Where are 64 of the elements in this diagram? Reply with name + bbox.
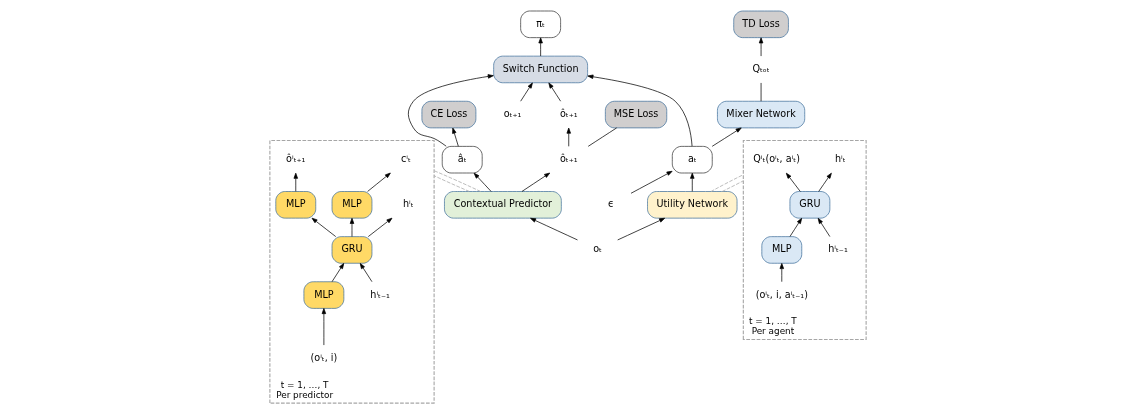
node-text: oₜ bbox=[592, 243, 602, 255]
node-text: hⁱₜ bbox=[834, 153, 846, 165]
node-text: hⁱₜ₋₁ bbox=[827, 243, 848, 255]
arrow bbox=[529, 217, 578, 241]
arrow bbox=[711, 127, 742, 147]
arrow bbox=[537, 37, 543, 57]
node-box: Switch Function bbox=[492, 55, 588, 84]
node-box: Utility Network bbox=[646, 191, 737, 219]
node-box: MLP bbox=[274, 191, 316, 219]
arrow bbox=[547, 82, 561, 102]
arrow bbox=[349, 217, 354, 237]
arrow bbox=[321, 308, 326, 346]
node-box: Mixer Network bbox=[716, 100, 805, 129]
node-text: ϵ bbox=[607, 198, 614, 210]
node-box: MLP bbox=[331, 191, 372, 219]
arrow bbox=[519, 82, 533, 102]
node-box: MLP bbox=[760, 236, 802, 264]
node-text: Qⁱₜ(oⁱₜ, aⁱₜ) bbox=[752, 153, 800, 165]
node-box: âₜ bbox=[441, 146, 483, 174]
arrow bbox=[359, 263, 372, 283]
connector bbox=[433, 175, 470, 192]
arrow bbox=[689, 172, 694, 192]
node-box: GRU bbox=[331, 236, 372, 264]
arrow bbox=[367, 217, 392, 237]
arrow bbox=[407, 74, 494, 147]
node-text: Qₜₒₜ bbox=[751, 62, 770, 74]
connector bbox=[587, 127, 617, 147]
arrow bbox=[630, 170, 672, 194]
arrow bbox=[311, 217, 336, 237]
arrow bbox=[293, 172, 298, 192]
node-text: hⁱₜ₋₁ bbox=[369, 288, 390, 300]
arrow bbox=[566, 127, 571, 147]
arrow bbox=[758, 37, 763, 57]
arrow bbox=[785, 172, 801, 192]
node-text: hⁱₜ bbox=[402, 198, 414, 210]
node-text: ôₜ₊₁ bbox=[559, 153, 578, 165]
connector bbox=[710, 174, 744, 192]
node-box: Contextual Predictor bbox=[443, 191, 562, 219]
node-text: (oⁱₜ, i, aⁱₜ₋₁) bbox=[755, 288, 808, 300]
node-text: ôⁱₜ₊₁ bbox=[285, 153, 305, 165]
node-text: (oⁱₜ, i) bbox=[310, 352, 337, 364]
node-text: ôₜ₊₁ bbox=[559, 108, 578, 120]
arrow bbox=[451, 127, 459, 147]
connector bbox=[433, 170, 481, 192]
arrow bbox=[521, 172, 550, 192]
node-box: MLP bbox=[303, 281, 344, 309]
arrow bbox=[616, 217, 665, 241]
node-text: cⁱₜ bbox=[400, 153, 411, 165]
node-box: πₜ bbox=[519, 10, 561, 38]
node-box: MSE Loss bbox=[604, 100, 667, 129]
arrow bbox=[817, 217, 830, 237]
node-box: TD Loss bbox=[732, 10, 789, 38]
arrow bbox=[473, 172, 491, 192]
node-box: CE Loss bbox=[421, 100, 476, 129]
arrow bbox=[366, 172, 391, 192]
arrow bbox=[779, 263, 784, 283]
node-box: aₜ bbox=[671, 146, 713, 174]
arrow bbox=[817, 172, 832, 192]
node-box: GRU bbox=[789, 191, 830, 219]
arrow bbox=[789, 217, 802, 237]
arrow bbox=[586, 74, 692, 147]
connector bbox=[721, 180, 744, 192]
arrow bbox=[331, 263, 344, 283]
node-text: oₜ₊₁ bbox=[503, 108, 521, 120]
